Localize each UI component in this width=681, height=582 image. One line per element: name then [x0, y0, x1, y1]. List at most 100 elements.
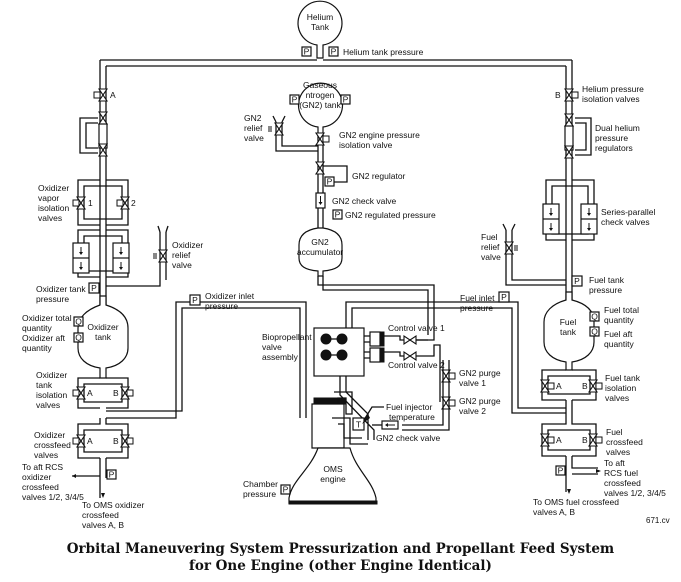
oxidizer-tank-label: Oxidizer: [87, 322, 118, 332]
oxidizer-tank-pressure-sensor: P: [88, 282, 100, 294]
fuel-crossfeed-label: Fuel: [606, 427, 623, 437]
figure-caption-line-2: for One Engine (other Engine Identical): [189, 558, 492, 574]
oxidizer-side-helium-regulators: [79, 111, 108, 157]
pressure-sensor-glyph: P: [304, 47, 310, 57]
oxidizer-tank-isolation-valve-b[interactable]: B: [113, 386, 134, 400]
oxidizer-tank-isolation-label: Oxidizer: [36, 370, 67, 380]
control-valve-1-label: Control valve 1: [388, 323, 445, 333]
bipropellant-valve-label: valve: [262, 342, 282, 352]
quantity-sensor-glyph: Q: [591, 312, 598, 322]
helium-isolation-valves-label: Helium pressure: [582, 84, 644, 94]
fuel-to-rcs-label: RCS fuel: [604, 468, 638, 478]
quantity-sensor-glyph: Q: [591, 327, 598, 337]
helium-tank-label: Helium: [307, 12, 333, 22]
pressure-sensor-glyph: P: [501, 292, 507, 302]
oms-engine-label: engine: [320, 474, 346, 484]
bipropellant-valve-label: assembly: [262, 352, 299, 362]
fuel-inlet-pressure-sensor: P: [498, 291, 510, 303]
oxidizer-to-oms-label: valves A, B: [82, 520, 124, 530]
fuel-tank-label: tank: [560, 327, 577, 337]
oxidizer-relief-valve[interactable]: [106, 225, 169, 287]
control-valve-2[interactable]: [403, 351, 417, 361]
helium-isolation-valves-label: isolation valves: [582, 94, 640, 104]
fuel-tank-isolation-valve-a[interactable]: A: [540, 379, 562, 393]
fuel-aft-quantity-label: Fuel aft: [604, 329, 633, 339]
gn2-tank-label: ntrogen: [306, 90, 335, 100]
fuel-relief-valve-label: valve: [481, 252, 501, 262]
gn2-check-valve: [315, 192, 326, 209]
oxidizer-to-rcs-label: oxidizer: [22, 472, 51, 482]
oxidizer-crossfeed-label: valves: [34, 450, 58, 460]
fuel-total-quantity-label: quantity: [604, 315, 635, 325]
fuel-tank-pressure-label: Fuel tank: [589, 275, 625, 285]
gn2-tank-pressure-sensors: P P: [289, 94, 351, 105]
pressure-sensor-glyph: P: [327, 177, 333, 187]
gn2-regulated-pressure-sensor: P: [332, 209, 343, 220]
fuel-tank-isolation-label: isolation: [605, 383, 636, 393]
injector-plate: [311, 391, 368, 449]
pressure-sensor-glyph: P: [292, 95, 298, 105]
oxidizer-tank-isolation-label: tank: [36, 380, 53, 390]
valve-letter: A: [87, 388, 93, 398]
bipropellant-valve-assembly: [313, 327, 365, 377]
gn2-purge-valve-1-label: valve 1: [459, 378, 486, 388]
oxidizer-aft-quantity-label: Oxidizer aft: [22, 333, 66, 343]
chamber-pressure-sensor: P: [280, 484, 291, 495]
gn2-check-valve-label: GN2 check valve: [332, 196, 397, 206]
gn2-accumulator-label: accumulator: [297, 247, 343, 257]
fuel-to-rcs-label: crossfeed: [604, 478, 641, 488]
series-parallel-check-valves-label: Series-parallel: [601, 207, 655, 217]
dual-helium-pressure-regulators: [564, 113, 592, 159]
oxidizer-tank-isolation-label: valves: [36, 400, 60, 410]
fuel-relief-valve[interactable]: [502, 223, 566, 286]
fuel-to-rcs-label: To aft: [604, 458, 625, 468]
gn2-tank-label: (GN2) tank: [299, 100, 341, 110]
helium-isolation-valve-b[interactable]: B: [555, 88, 579, 102]
control-valve-2-label: Control valve 2: [388, 360, 445, 370]
oxidizer-relief-valve-label: Oxidizer: [172, 240, 203, 250]
oxidizer-vapor-isolation-valve-2[interactable]: 2: [116, 196, 136, 210]
pressure-sensor-glyph: P: [558, 466, 564, 476]
fuel-total-quantity-label: Fuel total: [604, 305, 639, 315]
oxidizer-vapor-isolation-label: isolation: [38, 203, 69, 213]
fuel-crossfeed-valve-a[interactable]: A: [540, 433, 562, 447]
fuel-quantity-sensors: Q Q: [589, 311, 600, 337]
fuel-relief-valve-label: Fuel: [481, 232, 498, 242]
gn2-tank: Gaseous ntrogen (GN2) tank: [297, 80, 344, 136]
bipropellant-valve-label: Biopropellant: [262, 332, 312, 342]
dual-helium-regulators-label: regulators: [595, 143, 633, 153]
pressure-sensor-glyph: P: [91, 283, 97, 293]
fuel-tank-isolation-valve-b[interactable]: B: [582, 379, 603, 393]
oxidizer-crossfeed-label: crossfeed: [34, 440, 71, 450]
temperature-sensor-glyph: T: [356, 420, 361, 430]
oxidizer-relief-valve-label: valve: [172, 260, 192, 270]
chamber-pressure-label: pressure: [243, 489, 276, 499]
figure-caption-line-1: Orbital Maneuvering System Pressurizatio…: [66, 541, 615, 557]
oms-engine-nozzle: OMS engine: [288, 447, 378, 505]
oxidizer-inlet-pressure-label: Oxidizer inlet: [205, 291, 255, 301]
fuel-crossfeed-label: valves: [606, 447, 630, 457]
quantity-sensor-glyph: Q: [75, 333, 82, 343]
oxidizer-tank-isolation-label: isolation: [36, 390, 67, 400]
oxidizer-tank-isolation-valve-a[interactable]: A: [72, 386, 93, 400]
series-parallel-check-valves: [542, 203, 598, 235]
fuel-tank-isolation-label: valves: [605, 393, 629, 403]
oxidizer-to-rcs-label: To aft RCS: [22, 462, 63, 472]
gn2-relief-valve[interactable]: [268, 115, 318, 152]
oxidizer-total-quantity-label: quantity: [22, 323, 53, 333]
oxidizer-outlet-pressure-sensor: P: [106, 469, 117, 480]
helium-tank-label: Tank: [311, 22, 330, 32]
fuel-to-oms-label: To OMS fuel crossfeed: [533, 497, 619, 507]
helium-isolation-valve-a[interactable]: A: [93, 88, 116, 102]
oxidizer-crossfeed-valve-b[interactable]: B: [113, 434, 134, 448]
oxidizer-vapor-isolation-label: valves: [38, 213, 62, 223]
oxidizer-crossfeed-valve-a[interactable]: A: [72, 434, 93, 448]
oxidizer-quantity-sensors: Q Q: [73, 316, 84, 343]
control-valve-1[interactable]: [403, 335, 417, 345]
fuel-to-rcs-label: valves 1/2, 3/4/5: [604, 488, 666, 498]
pressure-sensor-glyph: P: [335, 210, 341, 220]
oxidizer-vapor-isolation-valve-1[interactable]: 1: [72, 196, 93, 210]
oms-engine-label: OMS: [323, 464, 343, 474]
gn2-relief-valve-label: valve: [244, 133, 264, 143]
fuel-crossfeed-valve-b[interactable]: B: [582, 433, 603, 447]
